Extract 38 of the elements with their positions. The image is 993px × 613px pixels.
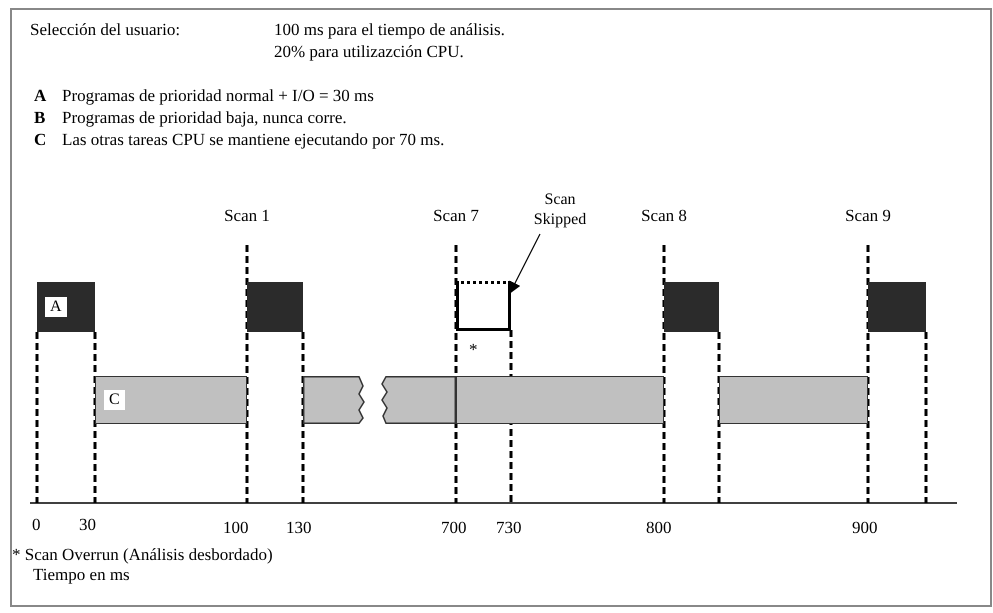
tick-label: 700 — [441, 518, 466, 538]
leader-arrow — [509, 234, 541, 294]
legend-description: Programas de prioridad baja, nunca corre. — [62, 108, 347, 128]
tick-label: 730 — [496, 518, 522, 538]
scan-label: Scan 1 — [223, 206, 271, 226]
tick-label: 900 — [852, 518, 878, 538]
tick-label: 30 — [79, 515, 96, 535]
task-bar — [303, 376, 367, 424]
block-letter: A — [45, 297, 67, 317]
legend-description: Programas de prioridad normal + I/O = 30 ms — [62, 86, 374, 106]
block-letter: C — [104, 390, 125, 410]
footnote: * Scan Overrun (Análisis desbordado) — [12, 545, 273, 565]
setting-text: 20% para utilizazción CPU. — [274, 42, 464, 62]
overrun-mark: * — [469, 340, 478, 360]
scan-label: Scan 8 — [640, 206, 688, 226]
task-bar — [719, 376, 868, 424]
axis-unit-note: Tiempo en ms — [33, 565, 130, 585]
task-block — [868, 282, 926, 332]
tick-label: 800 — [646, 518, 672, 538]
scan-label: Scan 9 — [844, 206, 892, 226]
setting-text: 100 ms para el tiempo de análisis. — [274, 20, 505, 40]
task-block — [247, 282, 303, 332]
user-selection-label: Selección del usuario: — [30, 20, 180, 40]
task-block — [37, 282, 95, 332]
legend-letter: A — [34, 86, 46, 106]
tick-label: 100 — [223, 518, 248, 538]
task-block — [664, 282, 719, 332]
legend-letter: C — [34, 130, 46, 150]
tick-label: 130 — [286, 518, 312, 538]
legend-description: Las otras tareas CPU se mantiene ejecutando por 70 ms. — [62, 130, 444, 150]
skipped-scan-box — [456, 281, 511, 331]
task-bar — [380, 376, 456, 424]
task-bar — [456, 376, 664, 424]
callout-text: Scan Skipped — [520, 190, 600, 234]
scan-label: Scan 7 — [432, 206, 480, 226]
legend-letter: B — [34, 108, 46, 128]
tick-label: 0 — [32, 515, 40, 535]
task-bar — [95, 376, 247, 424]
